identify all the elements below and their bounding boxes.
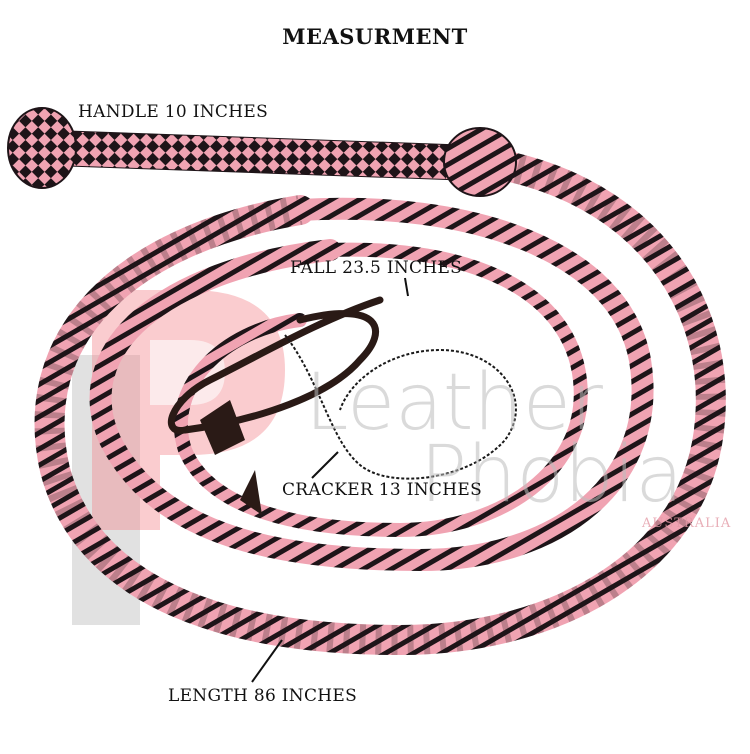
thong-outer-loop bbox=[34, 145, 726, 656]
whip-handle bbox=[7, 107, 517, 197]
whip-cracker bbox=[284, 334, 517, 480]
whip-fall bbox=[167, 296, 384, 434]
length-pointer bbox=[251, 639, 283, 683]
thong-inner-loop bbox=[89, 197, 654, 572]
page-title: MEASURMENT bbox=[282, 24, 468, 49]
watermark-text-australia: AUSTRALIA bbox=[642, 516, 732, 531]
fall-measurement-label: FALL 23.5 INCHES bbox=[290, 258, 463, 278]
thong-innermost-loop bbox=[173, 242, 588, 538]
handle-measurement-label: HANDLE 10 INCHES bbox=[78, 102, 269, 122]
watermark-logo bbox=[72, 290, 285, 625]
fall-pointer bbox=[404, 277, 409, 297]
length-measurement-label: LENGTH 86 INCHES bbox=[168, 686, 358, 706]
cracker-measurement-label: CRACKER 13 INCHES bbox=[282, 480, 483, 500]
cracker-pointer bbox=[311, 451, 339, 479]
watermark-text-leather: Leather bbox=[305, 358, 603, 448]
watermark-text-phobia: Phobia bbox=[420, 430, 684, 520]
